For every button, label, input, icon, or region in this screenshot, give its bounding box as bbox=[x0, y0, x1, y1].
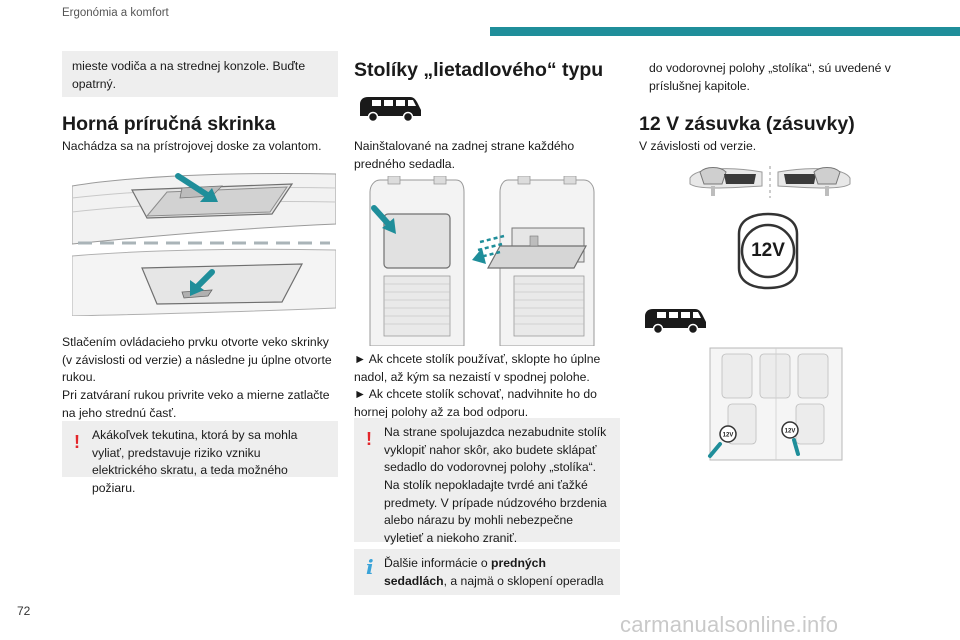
socket-heading: 12 V zásuvka (zásuvky) bbox=[639, 113, 855, 135]
warning-exclamation-icon: ! bbox=[74, 432, 80, 452]
glovebox-illustration bbox=[72, 168, 336, 316]
floor-socket-left-label: 12V bbox=[723, 433, 734, 439]
chapter-title: Ergonómia a komfort bbox=[62, 7, 169, 19]
socket-intro: V závislosti od verzie. bbox=[639, 139, 757, 153]
seat-info-suffix: , a najmä o sklopení operadla bbox=[443, 573, 604, 588]
tray-tables-intro: Nainštalované na zadnej strane každého p… bbox=[354, 139, 575, 171]
seat-info-prefix: Ďalšie informácie o bbox=[384, 556, 492, 570]
tray-tables-heading: Stolíky „lietadlového“ typu bbox=[354, 59, 604, 81]
page-number: 72 bbox=[17, 604, 31, 618]
tray-tables-steps: ► Ak chcete stolík používať, sklopte ho … bbox=[354, 351, 620, 422]
glovebox-location-text: Nachádza sa na prístrojovej doske za vol… bbox=[62, 139, 322, 153]
tray-warning-text: Na strane spolujazdca nezabudnite stolík… bbox=[384, 425, 607, 546]
rear-floor-socket-illustration: 12V 12V bbox=[706, 344, 846, 462]
seat-info-text: Ďalšie informácie o predných sedadlách, … bbox=[364, 555, 610, 590]
info-icon: i bbox=[366, 555, 374, 579]
floor-socket-right-label: 12V bbox=[785, 429, 796, 435]
seat-info-box: i Ďalšie informácie o predných sedadlách… bbox=[354, 549, 620, 595]
warning-exclamation-icon: ! bbox=[366, 429, 372, 449]
glovebox-instructions: Stlačením ovládacieho prvku otvorte veko… bbox=[62, 334, 338, 422]
van-silhouette-icon bbox=[645, 309, 706, 335]
socket-12v-icon: 12V bbox=[733, 212, 803, 290]
intro-note-box: mieste vodiča a na strednej konzole. Buď… bbox=[62, 51, 338, 97]
tray-stow-step: ► Ak chcete stolík schovať, nadvihnite h… bbox=[354, 387, 597, 420]
glovebox-close-instruction: Pri zatváraní rukou privrite veko a mier… bbox=[62, 388, 330, 420]
header-accent-bar bbox=[490, 27, 960, 36]
steering-wheel-icon bbox=[777, 167, 851, 196]
floor-socket-right: 12V bbox=[781, 421, 800, 456]
steering-wheel-icon bbox=[689, 167, 763, 196]
glovebox-heading: Horná príručná skrinka bbox=[62, 113, 276, 135]
glovebox-warning-text: Akákoľvek tekutina, ktorá by sa mohla vy… bbox=[92, 428, 298, 496]
glovebox-warning-box: ! Akákoľvek tekutina, ktorá by sa mohla … bbox=[62, 421, 338, 495]
tray-warning-box: ! Na strane spolujazdca nezabudnite stol… bbox=[354, 418, 620, 545]
tray-use-step: ► Ak chcete stolík používať, sklopte ho … bbox=[354, 352, 601, 384]
continuation-text: do vodorovnej polohy „stolíka“, sú uvede… bbox=[649, 61, 891, 93]
front-seats-link-text: predných sedadlách bbox=[384, 556, 546, 588]
dashboard-illustration bbox=[689, 166, 851, 198]
van-silhouette-icon bbox=[360, 97, 421, 123]
glovebox-open-instruction: Stlačením ovládacieho prvku otvorte veko… bbox=[62, 335, 332, 385]
socket-label: 12V bbox=[751, 240, 785, 261]
watermark-text: carmanualsonline.info bbox=[620, 612, 839, 637]
tray-table-illustration bbox=[360, 176, 606, 346]
floor-socket-left: 12V bbox=[708, 425, 737, 458]
intro-note-text: mieste vodiča a na strednej konzole. Buď… bbox=[72, 59, 306, 91]
